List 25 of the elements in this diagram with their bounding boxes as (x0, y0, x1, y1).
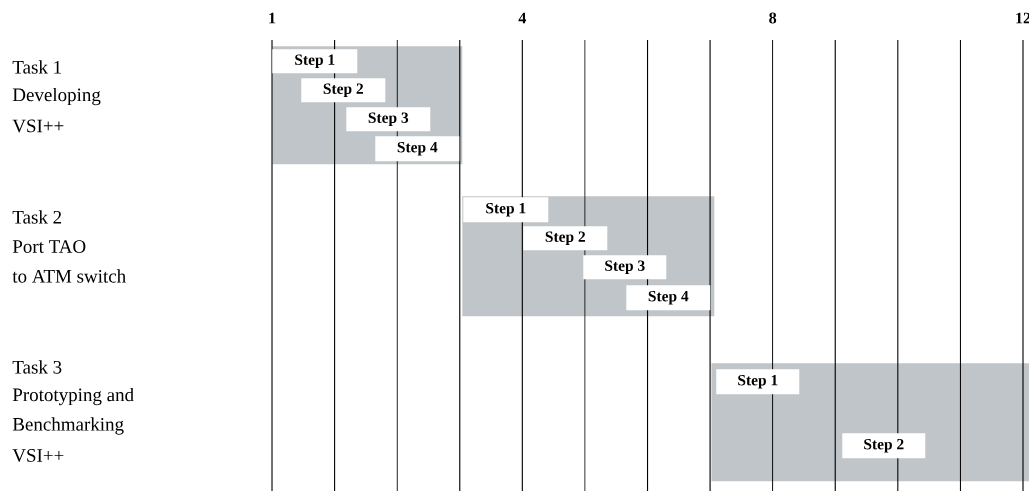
task-label: VSI++ (12, 119, 64, 133)
step-box: Step 3 (583, 255, 667, 280)
step-box: Step 3 (346, 107, 431, 132)
step-box: Step 4 (626, 285, 711, 311)
tick-label: 8 (769, 12, 777, 24)
tick-label: 1 (269, 12, 276, 24)
step-box: Step 2 (842, 433, 926, 459)
step-box: Step 4 (375, 136, 460, 162)
node-label: Step 1 (486, 203, 526, 217)
task-label: Task 1 (12, 60, 61, 74)
step-box: Step 1 (463, 197, 549, 223)
step-box: Step 1 (716, 369, 800, 395)
task-label: Port TAO (12, 240, 86, 253)
tick-label: 4 (518, 12, 527, 24)
task-label: Task 2 (12, 210, 62, 224)
task-label: Benchmarking (12, 417, 124, 435)
step-box: Step 2 (301, 78, 386, 103)
step-box: Step 1 (272, 49, 358, 74)
task-label: Developing (12, 87, 101, 106)
task-label: Task 3 (12, 360, 62, 374)
task-label: Prototyping and (12, 387, 134, 406)
task-label: to ATM switch (12, 269, 126, 283)
step-box: Step 2 (523, 226, 608, 251)
node-label: Step 1 (295, 54, 335, 69)
task-label: VSI++ (12, 449, 64, 462)
